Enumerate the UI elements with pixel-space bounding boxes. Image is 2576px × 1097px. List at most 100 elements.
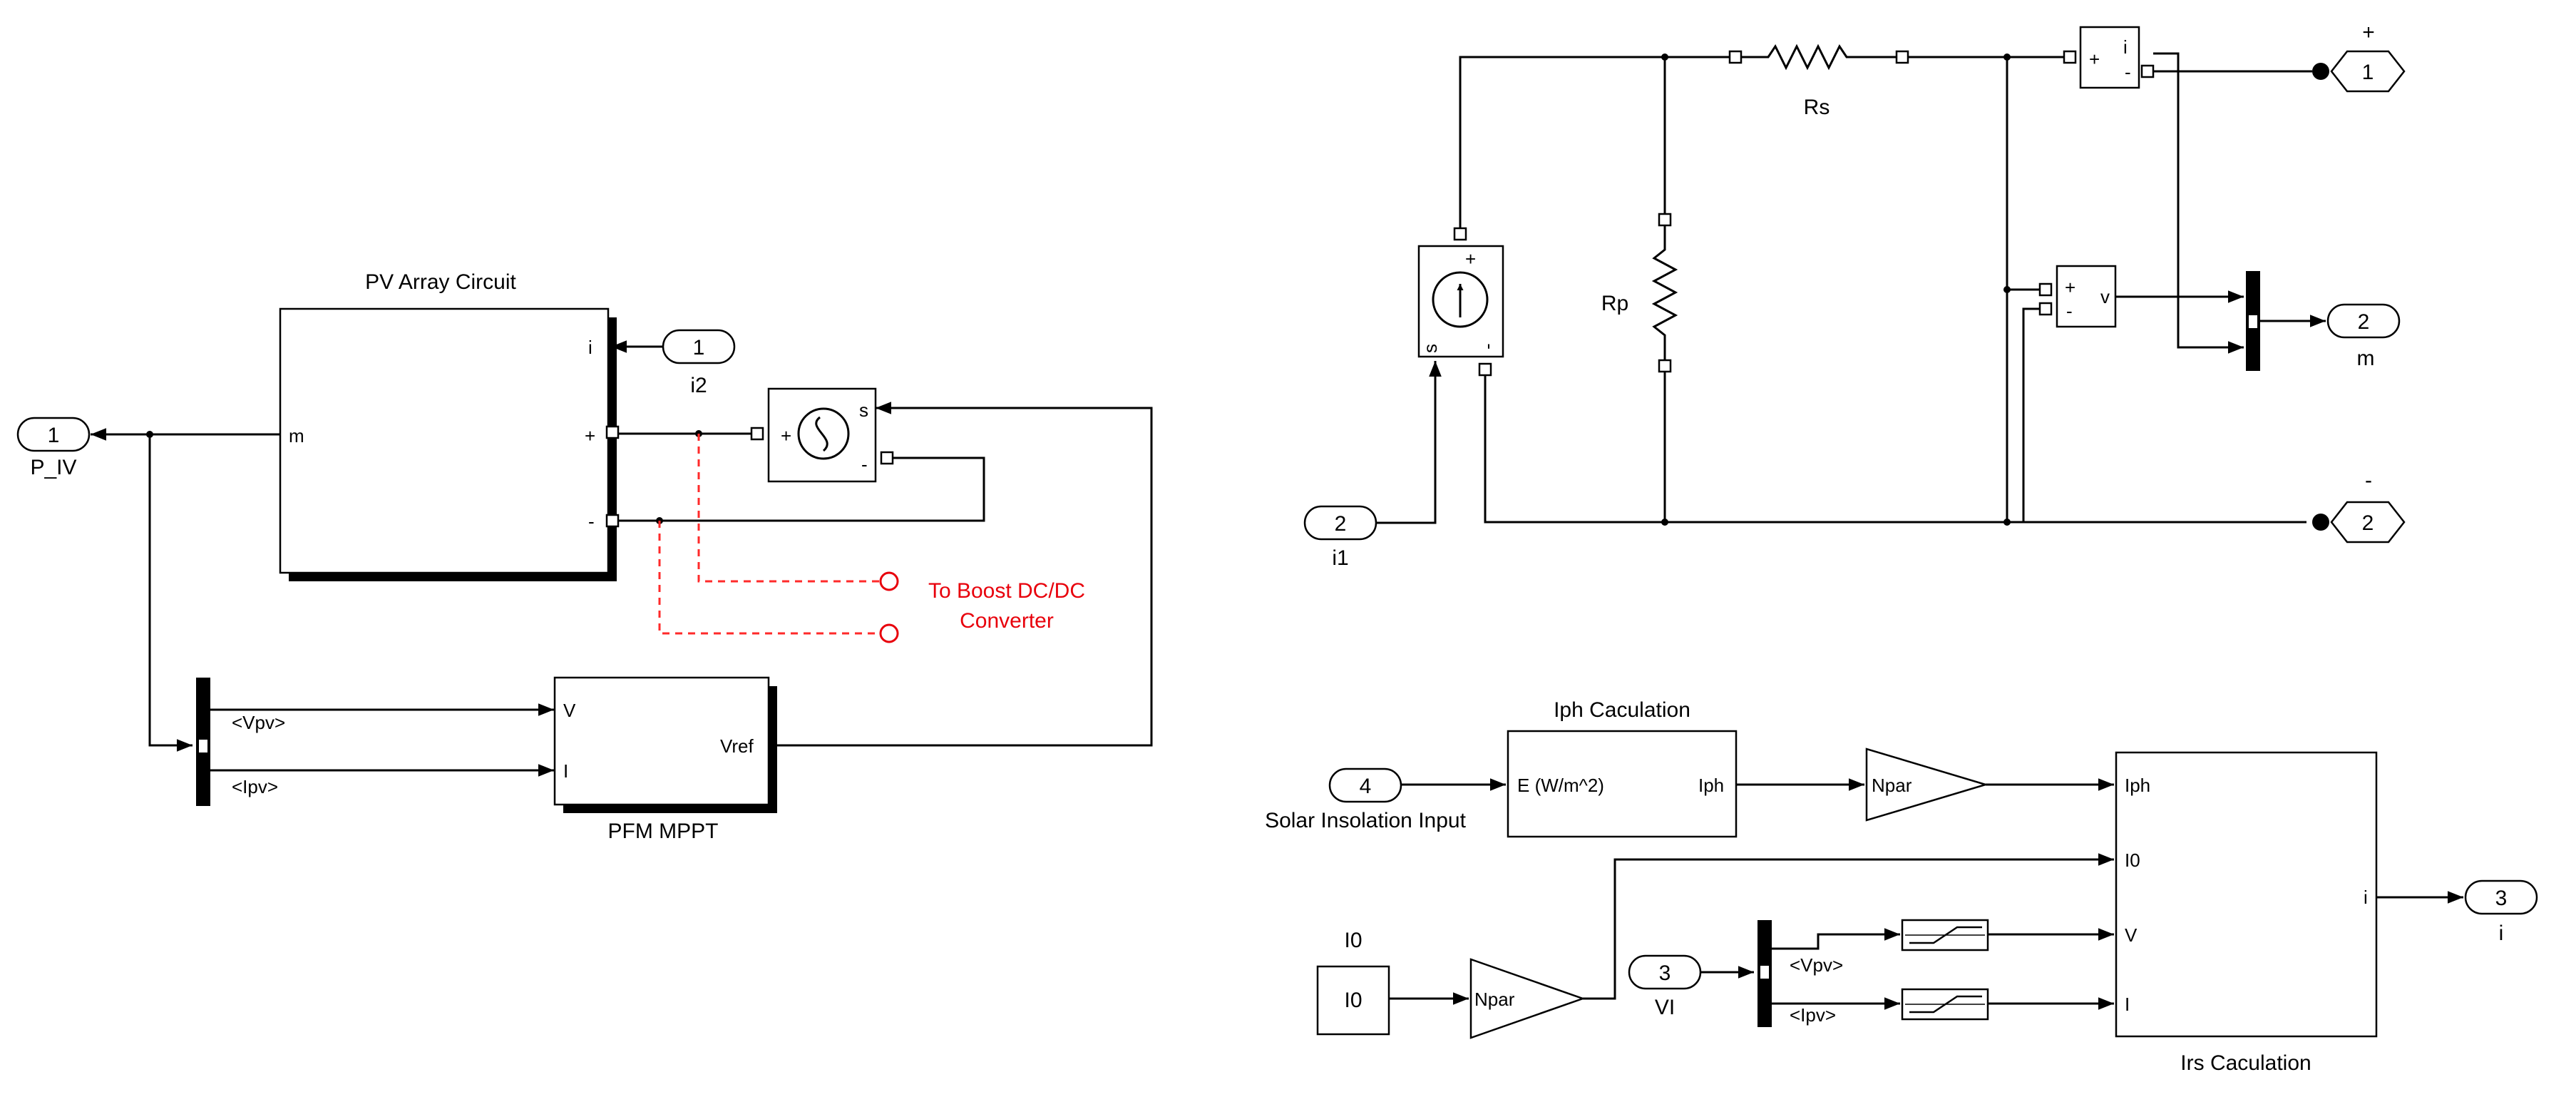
inport-i1-number: 2: [1335, 512, 1347, 536]
ccs-plus: +: [1465, 248, 1476, 270]
iph-calculation-block[interactable]: Iph Caculation E (W/m^2) Iph: [1507, 698, 1738, 838]
rs-label: Rs: [1804, 96, 1830, 119]
connection-port-2[interactable]: 2 -: [2312, 469, 2406, 544]
inport-i2-number: 1: [693, 336, 705, 359]
controlled-voltage-source[interactable]: + s -: [750, 387, 894, 483]
iph-block-title: Iph Caculation: [1554, 698, 1690, 722]
gain1-label: Npar: [1872, 775, 1912, 796]
inport-i2-label: i2: [690, 374, 707, 397]
voltage-measurement[interactable]: + v -: [2038, 265, 2117, 328]
constant-i0[interactable]: I0 I0: [1316, 929, 1390, 1036]
wire-cvs-minus-to-pv-minus: [618, 456, 985, 522]
outport-m[interactable]: 2 m: [2326, 303, 2401, 370]
out3-label: i: [2499, 922, 2504, 945]
irs-calculation-block[interactable]: Iph I0 V I i Irs Caculation: [2115, 751, 2378, 1075]
cvs-minus: -: [861, 454, 868, 475]
in3-number: 3: [1659, 961, 1671, 985]
wire-i-to-mux: [2153, 52, 2244, 354]
inport-vi[interactable]: 3 VI: [1628, 954, 1702, 1019]
const-value: I0: [1344, 989, 1362, 1012]
saturation-2[interactable]: [1901, 988, 1989, 1021]
gain-npar-2[interactable]: Npar: [1469, 958, 1586, 1039]
mux-right[interactable]: [2246, 271, 2260, 371]
in4-label: Solar Insolation Input: [1265, 809, 1467, 832]
conn2-num: 2: [2362, 511, 2374, 535]
irs-port-out-i: i: [2364, 887, 2368, 908]
bus-left-vpv: <Vpv>: [232, 712, 285, 733]
inport-i2[interactable]: 1 i2: [662, 329, 736, 397]
mppt-port-v: V: [563, 700, 576, 721]
outport-m-label: m: [2357, 347, 2375, 370]
volt-plus: +: [2065, 277, 2075, 298]
in4-number: 4: [1360, 775, 1372, 798]
pv-plus-terminal[interactable]: [605, 425, 620, 439]
boost-terminal-plus[interactable]: [879, 571, 899, 591]
out3-number: 3: [2495, 887, 2508, 910]
bus-selector-right[interactable]: <Vpv> <Ipv>: [1757, 920, 1843, 1027]
conn1-sign: +: [2362, 21, 2375, 44]
left-subsystem: PV Array Circuit i m + - 1 i2 1 P_IV: [16, 270, 1153, 843]
wire-vref-to-cvs: [763, 402, 1153, 747]
pv-port-minus: -: [588, 511, 595, 532]
boost-plus-line: [697, 434, 881, 583]
outport-m-number: 2: [2358, 310, 2370, 334]
current-measurement[interactable]: + i -: [2063, 26, 2155, 89]
wire-bottom-rail: [1484, 375, 2306, 524]
mppt-title: PFM MPPT: [608, 820, 719, 843]
pv-minus-terminal[interactable]: [605, 514, 620, 528]
irs-title: Irs Caculation: [2180, 1051, 2311, 1075]
irs-port-v: V: [2125, 924, 2138, 946]
saturation-1[interactable]: [1901, 919, 1989, 951]
irs-port-iph: Iph: [2125, 775, 2150, 796]
rp-label: Rp: [1601, 292, 1628, 315]
bus-left-ipv: <Ipv>: [232, 776, 278, 797]
volt-minus: -: [2066, 300, 2073, 322]
wire-gain2-to-irs: [1583, 853, 2114, 1000]
wire-m-to-bus: [148, 434, 193, 752]
pv-array-circuit-block[interactable]: PV Array Circuit i m + -: [279, 270, 620, 581]
inport-solar-insolation[interactable]: 4 Solar Insolation Input: [1265, 767, 1467, 832]
gain-npar-1[interactable]: Npar: [1865, 748, 1989, 822]
wire-i1-to-ccs: [1376, 361, 1442, 524]
outport-i[interactable]: 3 i: [2464, 879, 2538, 945]
ammeter-minus: -: [2125, 61, 2131, 83]
mppt-port-i: I: [563, 760, 568, 782]
gain2-label: Npar: [1474, 989, 1515, 1010]
cvs-port-s: s: [859, 399, 868, 421]
ammeter-i: i: [2123, 36, 2128, 58]
bus-selector-left[interactable]: <Vpv> <Ipv>: [196, 678, 285, 806]
bus-right-ipv: <Ipv>: [1790, 1004, 1836, 1026]
pfm-mppt-block[interactable]: V I Vref PFM MPPT: [553, 676, 777, 843]
outport-p-iv[interactable]: 1 P_IV: [16, 417, 91, 479]
right-bottom-subsystem: 4 Solar Insolation Input Iph Caculation …: [1265, 698, 2538, 1075]
pv-port-i: i: [588, 337, 592, 358]
pv-port-m: m: [289, 425, 304, 447]
boost-terminal-minus[interactable]: [879, 623, 899, 643]
pv-port-plus: +: [585, 425, 595, 447]
irs-port-i0: I0: [2125, 849, 2140, 871]
resistor-rp[interactable]: Rp: [1601, 213, 1678, 373]
in3-label: VI: [1655, 996, 1675, 1019]
const-title: I0: [1344, 929, 1362, 952]
controlled-current-source[interactable]: + s -: [1417, 227, 1504, 377]
boost-label-1: To Boost DC/DC: [928, 579, 1085, 603]
resistor-rs[interactable]: Rs: [1728, 44, 1909, 119]
boost-label-2: Converter: [960, 609, 1054, 633]
iph-port-iph: Iph: [1698, 775, 1724, 796]
ccs-minus: -: [1477, 343, 1498, 349]
boost-minus-line: [658, 521, 881, 635]
outport-p-iv-label: P_IV: [30, 456, 76, 479]
pv-block-title: PV Array Circuit: [365, 270, 516, 294]
conn2-sign: -: [2365, 469, 2372, 492]
ammeter-plus: +: [2089, 49, 2100, 70]
ccs-s: s: [1420, 344, 1441, 353]
inport-i1-label: i1: [1332, 546, 1348, 570]
connection-port-1[interactable]: 1 +: [2312, 21, 2406, 93]
inport-i1[interactable]: 2 i1: [1303, 505, 1377, 570]
wire-vpv-to-sat: [1772, 928, 1900, 950]
outport-p-iv-number: 1: [48, 424, 60, 447]
mppt-port-vref: Vref: [720, 735, 754, 757]
iph-port-e: E (W/m^2): [1517, 775, 1604, 796]
irs-port-i: I: [2125, 994, 2130, 1015]
